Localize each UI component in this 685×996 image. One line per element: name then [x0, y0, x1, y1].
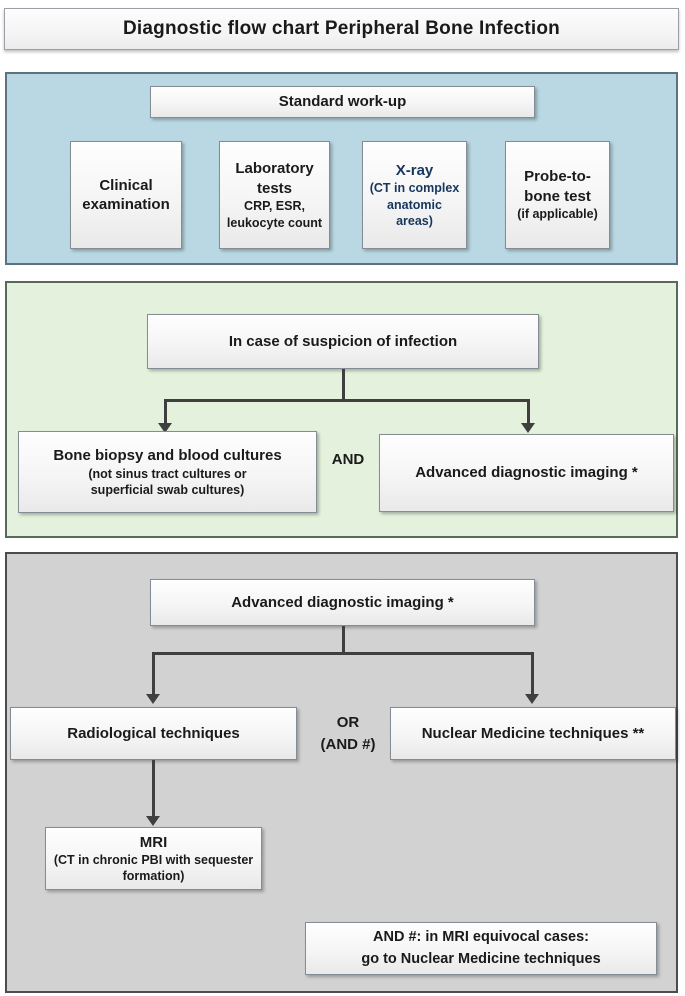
- connector-line: [527, 399, 530, 425]
- arrow-down-icon: [525, 694, 539, 704]
- note-line2: go to Nuclear Medicine techniques: [361, 950, 601, 967]
- node-sublabel: (CT in complex anatomic areas): [369, 181, 460, 228]
- connector-line: [164, 399, 530, 402]
- node-probe-to-bone: Probe-to-bone test (if applicable): [505, 141, 610, 249]
- connector-line: [342, 626, 345, 655]
- connector-line: [152, 652, 534, 655]
- node-label: Probe-to-bone test: [524, 168, 591, 205]
- node-radiological-techniques: Radiological techniques: [10, 707, 297, 760]
- node-label: MRI: [139, 833, 168, 851]
- section-advanced-imaging: Advanced diagnostic imaging * Radiologic…: [5, 552, 678, 993]
- node-label: In case of suspicion of infection: [228, 332, 458, 350]
- connector-label-and: AND: [331, 451, 365, 468]
- page-title-text: Diagnostic flow chart Peripheral Bone In…: [123, 18, 560, 39]
- node-and-hash-note: AND #: in MRI equivocal cases: go to Nuc…: [305, 922, 657, 975]
- connector-line: [164, 399, 167, 425]
- node-laboratory-tests: Laboratory tests CRP, ESR, leukocyte cou…: [219, 141, 330, 249]
- node-sublabel: (not sinus tract cultures or superficial…: [88, 466, 247, 497]
- node-sublabel: (CT in chronic PBI with sequester format…: [53, 853, 254, 884]
- node-label: X-ray: [395, 161, 434, 179]
- node-xray: X-ray (CT in complex anatomic areas): [362, 141, 467, 249]
- node-label: Advanced diagnostic imaging *: [415, 464, 638, 482]
- page-title: Diagnostic flow chart Peripheral Bone In…: [4, 8, 679, 50]
- connector-line: [531, 652, 534, 696]
- node-mri: MRI (CT in chronic PBI with sequester fo…: [45, 827, 262, 890]
- node-advanced-imaging-ref: Advanced diagnostic imaging *: [379, 434, 674, 512]
- node-label: Laboratory tests: [235, 160, 314, 197]
- node-bone-biopsy: Bone biopsy and blood cultures (not sinu…: [18, 431, 317, 513]
- node-advanced-imaging-header: Advanced diagnostic imaging *: [150, 579, 535, 626]
- node-nuclear-medicine-techniques: Nuclear Medicine techniques **: [390, 707, 676, 760]
- node-clinical-examination: Clinical examination: [70, 141, 182, 249]
- node-label: Clinical examination: [82, 176, 170, 214]
- node-suspicion-header: In case of suspicion of infection: [147, 314, 539, 369]
- node-label: Advanced diagnostic imaging *: [231, 593, 454, 611]
- connector-line: [152, 652, 155, 696]
- node-label: Bone biopsy and blood cultures: [53, 447, 282, 464]
- node-label: Nuclear Medicine techniques **: [421, 724, 645, 742]
- arrow-down-icon: [146, 694, 160, 704]
- section-suspicion-of-infection: In case of suspicion of infection Bone b…: [5, 281, 678, 538]
- node-standard-workup-header: Standard work-up: [150, 86, 535, 118]
- connector-line: [342, 369, 345, 401]
- arrow-down-icon: [521, 423, 535, 433]
- section-standard-workup: Standard work-up Clinical examination La…: [5, 72, 678, 265]
- connector-line: [152, 760, 155, 818]
- connector-label-or-line2: (AND #): [320, 735, 376, 753]
- connector-label-or: OR (AND #): [310, 712, 386, 756]
- arrow-down-icon: [146, 816, 160, 826]
- node-sublabel: (if applicable): [517, 207, 598, 222]
- arrow-down-icon: [158, 423, 172, 433]
- node-label: Radiological techniques: [67, 724, 240, 742]
- connector-label-or-line1: OR: [336, 714, 360, 731]
- note-line1: AND #: in MRI equivocal cases:: [373, 929, 589, 946]
- node-sublabel: CRP, ESR, leukocyte count: [226, 199, 323, 230]
- node-label: Standard work-up: [278, 93, 407, 111]
